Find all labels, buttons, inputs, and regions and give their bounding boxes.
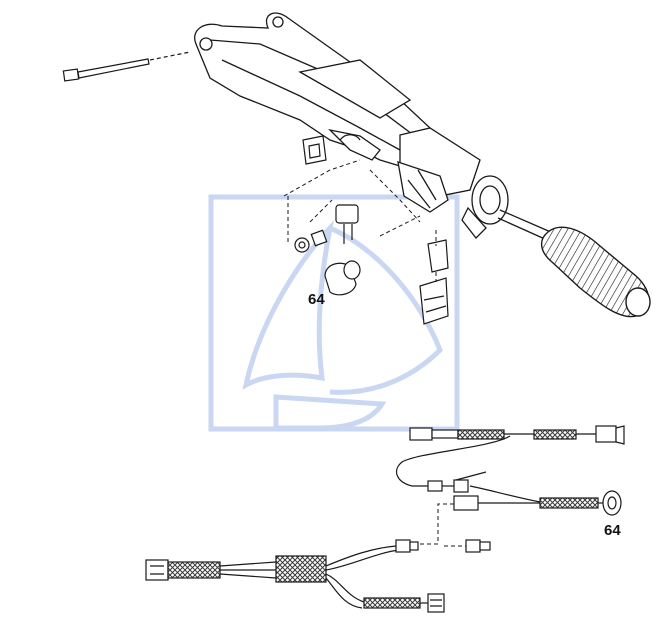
leader-lines-upper [283,159,437,282]
small-parts [294,135,449,325]
hand-grip [541,226,651,318]
part-callout-64-lower: 64 [604,522,621,539]
watermark-logo [208,194,460,432]
cable-harness-lower [145,539,445,613]
part-callout-64-upper: 64 [308,291,325,308]
small-plug [465,539,491,553]
throttle-assembly [397,127,561,245]
tiller-arm [194,12,441,173]
cable-harness-upper [409,425,625,445]
cable-harness-middle [453,485,622,516]
long-bolt [62,51,191,82]
cable-loop [395,435,511,493]
